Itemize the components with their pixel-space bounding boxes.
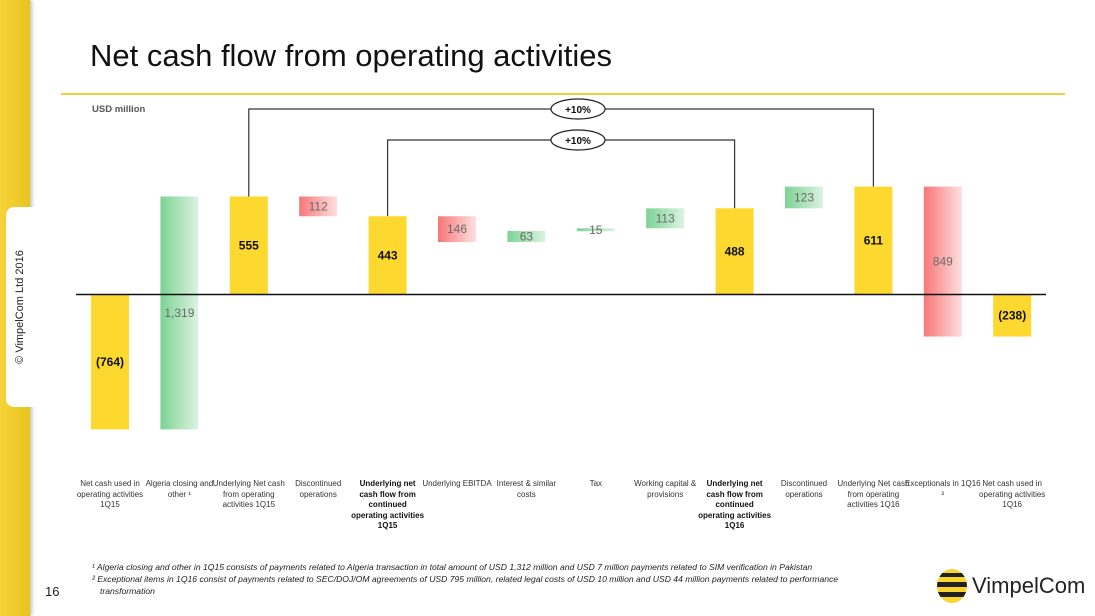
data-label: 113 (656, 211, 675, 225)
category-label: Discontinued operations (295, 479, 342, 499)
bar-decrease (438, 216, 476, 243)
growth-badge-text: +10% (565, 136, 591, 147)
category-label: Net cash used in operating activities 1Q… (979, 479, 1046, 509)
page-title: Net cash flow from operating activities (90, 38, 613, 73)
data-label: 1,319 (164, 306, 194, 320)
side-tab (6, 207, 36, 407)
page-number: 16 (45, 584, 60, 599)
category-label: Algeria closing and other ¹ (145, 479, 214, 499)
category-label: Underlying net cash flow from continued … (351, 479, 425, 530)
data-label: 123 (794, 190, 814, 204)
category-label: Interest & similar costs (496, 479, 557, 499)
bar-increase (646, 208, 685, 229)
footnote-1: ¹ Algeria closing and other in 1Q15 cons… (92, 562, 813, 572)
data-label: 443 (378, 248, 398, 262)
unit-label: USD million (92, 104, 146, 115)
category-label: Exceptionals in 1Q16 ² (904, 479, 981, 499)
data-label: 849 (933, 255, 953, 269)
data-label: 63 (520, 229, 534, 243)
growth-badge (550, 129, 606, 151)
category-label: Tax (589, 479, 603, 488)
bar-decrease (299, 196, 338, 217)
bar-increase (507, 230, 546, 243)
bar-total (229, 196, 268, 295)
bar-increase (785, 186, 823, 209)
category-label: Underlying Net cash from operating activ… (212, 479, 285, 509)
category-label: Working capital & provisions (634, 479, 697, 499)
category-label: Discontinued operations (780, 479, 828, 499)
growth-badge-text: +10% (565, 105, 591, 116)
bar-total (854, 186, 893, 295)
logo-text: VimpelCom (972, 573, 1086, 598)
data-label: (764) (96, 355, 124, 369)
bar-increase (576, 228, 615, 232)
category-label: Underlying Net cash from operating activ… (837, 479, 910, 509)
bar-total (993, 294, 1032, 337)
data-label: 611 (864, 234, 884, 248)
bar-total (91, 294, 129, 430)
data-label: 15 (589, 223, 603, 237)
data-label: 488 (725, 244, 745, 258)
bee-stripes-icon (937, 569, 967, 603)
category-label: Net cash used in operating activities 1Q… (76, 479, 144, 509)
growth-connector-line (387, 139, 736, 217)
bar-total (715, 208, 754, 295)
footnotes: ¹ Algeria closing and other in 1Q15 cons… (92, 561, 838, 597)
data-label: 555 (239, 238, 259, 252)
category-label: Underlying EBITDA (422, 479, 492, 488)
growth-badge (550, 98, 606, 120)
bar-decrease (923, 186, 962, 337)
bar-total (368, 216, 407, 295)
vimpelcom-logo: VimpelCom (936, 567, 1086, 605)
data-label: 112 (309, 199, 328, 213)
bar-increase (160, 196, 199, 430)
data-label: 146 (447, 222, 467, 236)
category-label: Underlying net cash flow from continued … (698, 479, 772, 530)
data-label: (238) (998, 309, 1026, 323)
footnote-2-continued: transformation (100, 586, 155, 596)
growth-connector-line (248, 108, 874, 197)
title-divider (61, 93, 1065, 95)
footnote-2: ² Exceptional items in 1Q16 consist of p… (92, 574, 839, 584)
